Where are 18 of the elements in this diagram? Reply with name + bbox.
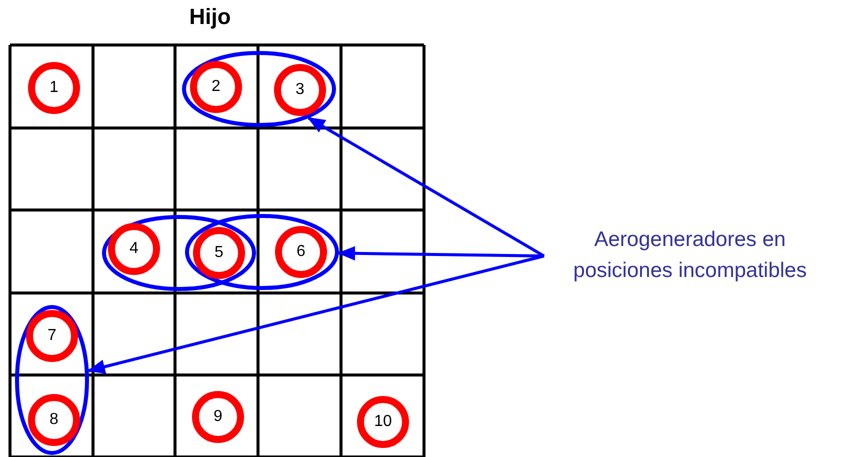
turbine-circle: 8 xyxy=(28,394,80,446)
selection-ellipse xyxy=(182,51,336,127)
title: Hijo xyxy=(188,4,232,30)
arrow xyxy=(307,116,545,258)
turbine-circle: 7 xyxy=(26,310,78,362)
turbine-circle: 1 xyxy=(28,62,80,114)
turbine-circle: 5 xyxy=(193,227,245,279)
turbine-circle: 2 xyxy=(190,61,242,113)
turbine-circle: 10 xyxy=(357,396,409,448)
selection-ellipse xyxy=(185,214,339,290)
selection-ellipse xyxy=(15,305,89,455)
turbine-circle: 9 xyxy=(192,391,244,443)
turbine-circle: 3 xyxy=(274,64,326,116)
callout-text: Aerogeneradores en posiciones incompatibles xyxy=(550,224,830,288)
selection-ellipse xyxy=(102,215,256,291)
turbine-circle: 4 xyxy=(108,223,160,275)
arrow xyxy=(86,254,544,374)
turbine-circle: 6 xyxy=(275,226,327,278)
